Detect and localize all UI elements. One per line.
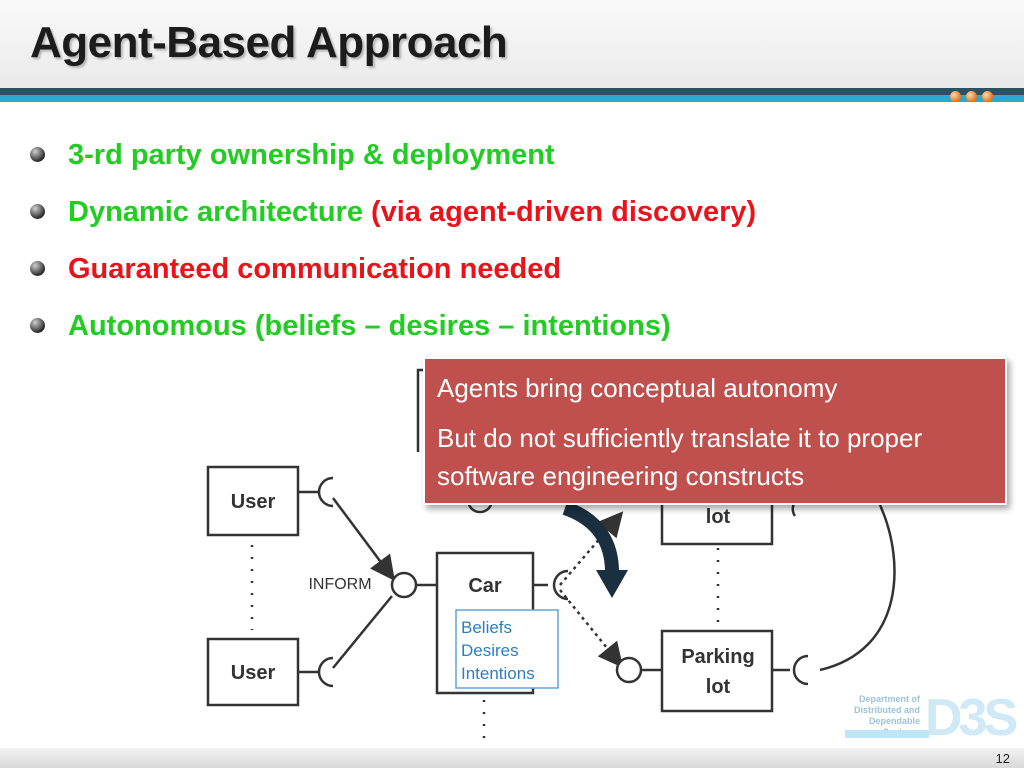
orange-dot-icon	[982, 91, 993, 102]
bullet-icon	[30, 261, 45, 276]
car-label: Car	[468, 575, 502, 597]
title-underline-blue	[0, 95, 1024, 102]
bullet-text-emphasis: (via agent-driven discovery)	[371, 196, 757, 228]
socket-icon	[317, 476, 334, 508]
slide-title: Agent-Based Approach	[30, 18, 508, 67]
bullet-text: Autonomous (beliefs – desires – intentio…	[68, 310, 671, 342]
curved-arrow-icon	[562, 501, 619, 573]
inform-ball	[390, 571, 418, 599]
logo-mark: D3S	[925, 689, 1018, 747]
lot-label-top: lot	[706, 506, 731, 528]
bullet-item: 3-rd party ownership & deployment	[30, 135, 756, 192]
d3s-logo: Department of Distributed and Dependable…	[845, 689, 1020, 747]
bullet-icon	[30, 147, 45, 162]
car-attributes-box	[455, 609, 559, 689]
user-box-top	[206, 465, 300, 537]
parking-lot-box-top	[660, 498, 774, 546]
user-label-bottom: User	[231, 662, 276, 684]
socket-icon	[552, 569, 569, 601]
bullet-icon	[30, 318, 45, 333]
orange-dot-icon	[966, 91, 977, 102]
parking-label-line2: lot	[706, 676, 731, 698]
callout-box: Agents bring conceptual autonomy But do …	[423, 357, 1007, 505]
bullet-item: Autonomous (beliefs – desires – intentio…	[30, 306, 756, 363]
bullet-item: Dynamic architecture (via agent-driven d…	[30, 192, 756, 249]
callout-line1: Agents bring conceptual autonomy	[437, 373, 838, 403]
belief-label: Beliefs	[461, 618, 512, 637]
socket-icon	[792, 654, 809, 686]
connection-curve	[819, 504, 896, 672]
inform-label: INFORM	[308, 576, 371, 593]
desire-label: Desires	[461, 641, 519, 660]
bullet-text: Guaranteed communication needed	[68, 253, 562, 285]
port-circle	[615, 656, 643, 684]
bullet-icon	[30, 204, 45, 219]
title-bar	[0, 0, 1024, 92]
bullet-list: 3-rd party ownership & deployment Dynami…	[30, 135, 756, 363]
orange-dot-icon	[950, 91, 961, 102]
hidden-box-edge	[416, 368, 425, 452]
intention-label: Intentions	[461, 664, 535, 683]
bullet-text: Dynamic architecture	[68, 196, 372, 228]
bullet-item: Guaranteed communication needed	[30, 249, 756, 306]
logo-bar	[845, 730, 929, 738]
decorative-dots	[950, 91, 993, 102]
user-label-top: User	[231, 491, 276, 513]
parking-lot-box-bottom	[660, 629, 774, 713]
user-box-bottom	[206, 637, 300, 707]
page-number: 12	[995, 751, 1010, 766]
bullet-text: 3-rd party ownership & deployment	[68, 139, 555, 171]
parking-label-line1: Parking	[681, 646, 754, 668]
socket-icon	[317, 656, 334, 688]
title-underline-dark	[0, 88, 1024, 95]
footer-bar	[0, 748, 1024, 768]
callout-line2: But do not sufficiently translate it to …	[437, 423, 923, 491]
